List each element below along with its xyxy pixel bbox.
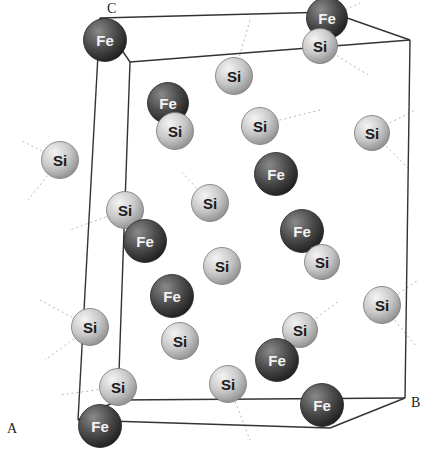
element-symbol: Fe xyxy=(318,11,336,26)
atom-circle xyxy=(355,116,390,151)
atom-circle xyxy=(204,248,241,285)
element-symbol: Fe xyxy=(96,33,114,48)
atom-circle xyxy=(255,153,298,196)
si-atom: Si xyxy=(71,308,109,346)
si-atom: Si xyxy=(363,286,401,324)
element-symbol: Fe xyxy=(136,234,154,249)
si-atom: Si xyxy=(354,115,390,151)
si-atom: Si xyxy=(302,28,338,64)
atom-circle xyxy=(124,220,167,263)
element-symbol: Si xyxy=(253,119,267,134)
fe-atom: Fe xyxy=(255,338,299,382)
atom-circle xyxy=(216,58,253,95)
element-symbol: Fe xyxy=(159,96,177,111)
atom-circle xyxy=(305,245,340,280)
element-symbol: Si xyxy=(375,298,389,313)
element-symbol: Si xyxy=(118,203,132,218)
element-symbol: Si xyxy=(53,153,67,168)
element-symbol: Si xyxy=(313,39,327,54)
si-atom: Si xyxy=(41,141,79,179)
atom-circle xyxy=(157,113,194,150)
si-atom: Si xyxy=(304,244,340,280)
fe-atom: Fe xyxy=(78,404,122,448)
element-symbol: Fe xyxy=(268,353,286,368)
atom-circle xyxy=(192,185,229,222)
atom-circle xyxy=(364,287,401,324)
fe-atom: Fe xyxy=(150,274,194,318)
axis-letter: A xyxy=(6,422,18,436)
element-symbol: Si xyxy=(293,323,307,338)
element-symbol: Fe xyxy=(313,398,331,413)
si-atom: Si xyxy=(241,107,279,145)
si-atom: Si xyxy=(209,365,247,403)
element-symbol: Si xyxy=(215,259,229,274)
atom-circle xyxy=(303,29,338,64)
si-atom: Si xyxy=(99,368,137,406)
cell-edges xyxy=(78,12,410,428)
atom-circle xyxy=(42,142,79,179)
si-atom: Si xyxy=(161,322,199,360)
bond-lines xyxy=(20,3,418,440)
element-symbol: Si xyxy=(83,320,97,335)
element-symbol: Si xyxy=(111,380,125,395)
fe-atom: Fe xyxy=(123,219,167,263)
si-atom: Si xyxy=(156,112,194,150)
atom-circle xyxy=(84,19,127,62)
atom-circle xyxy=(162,323,199,360)
element-symbol: Si xyxy=(173,334,187,349)
element-symbol: Si xyxy=(227,69,241,84)
si-atom: Si xyxy=(191,184,229,222)
atom-circle xyxy=(79,405,122,448)
element-symbol: Fe xyxy=(267,167,285,182)
atom-circle xyxy=(242,108,279,145)
element-symbol: Fe xyxy=(293,224,311,239)
atom-circle xyxy=(210,366,247,403)
axis-letter: B xyxy=(410,396,421,410)
element-symbol: Si xyxy=(315,255,329,270)
fe-atom: Fe xyxy=(83,18,127,62)
element-symbol: Fe xyxy=(91,419,109,434)
si-atom: Si xyxy=(215,57,253,95)
fe-atom: Fe xyxy=(300,383,344,427)
element-symbol: Fe xyxy=(163,289,181,304)
element-symbol: Si xyxy=(365,126,379,141)
fe-atom: Fe xyxy=(254,152,298,196)
element-symbol: Si xyxy=(221,377,235,392)
atom-circle xyxy=(256,339,299,382)
si-atom: Si xyxy=(203,247,241,285)
atom-circle xyxy=(100,369,137,406)
atom-circle xyxy=(301,384,344,427)
element-symbol: Si xyxy=(203,196,217,211)
atom-circle xyxy=(151,275,194,318)
atom-circle xyxy=(72,309,109,346)
axis-letter: C xyxy=(106,2,117,16)
element-symbol: Si xyxy=(168,124,182,139)
